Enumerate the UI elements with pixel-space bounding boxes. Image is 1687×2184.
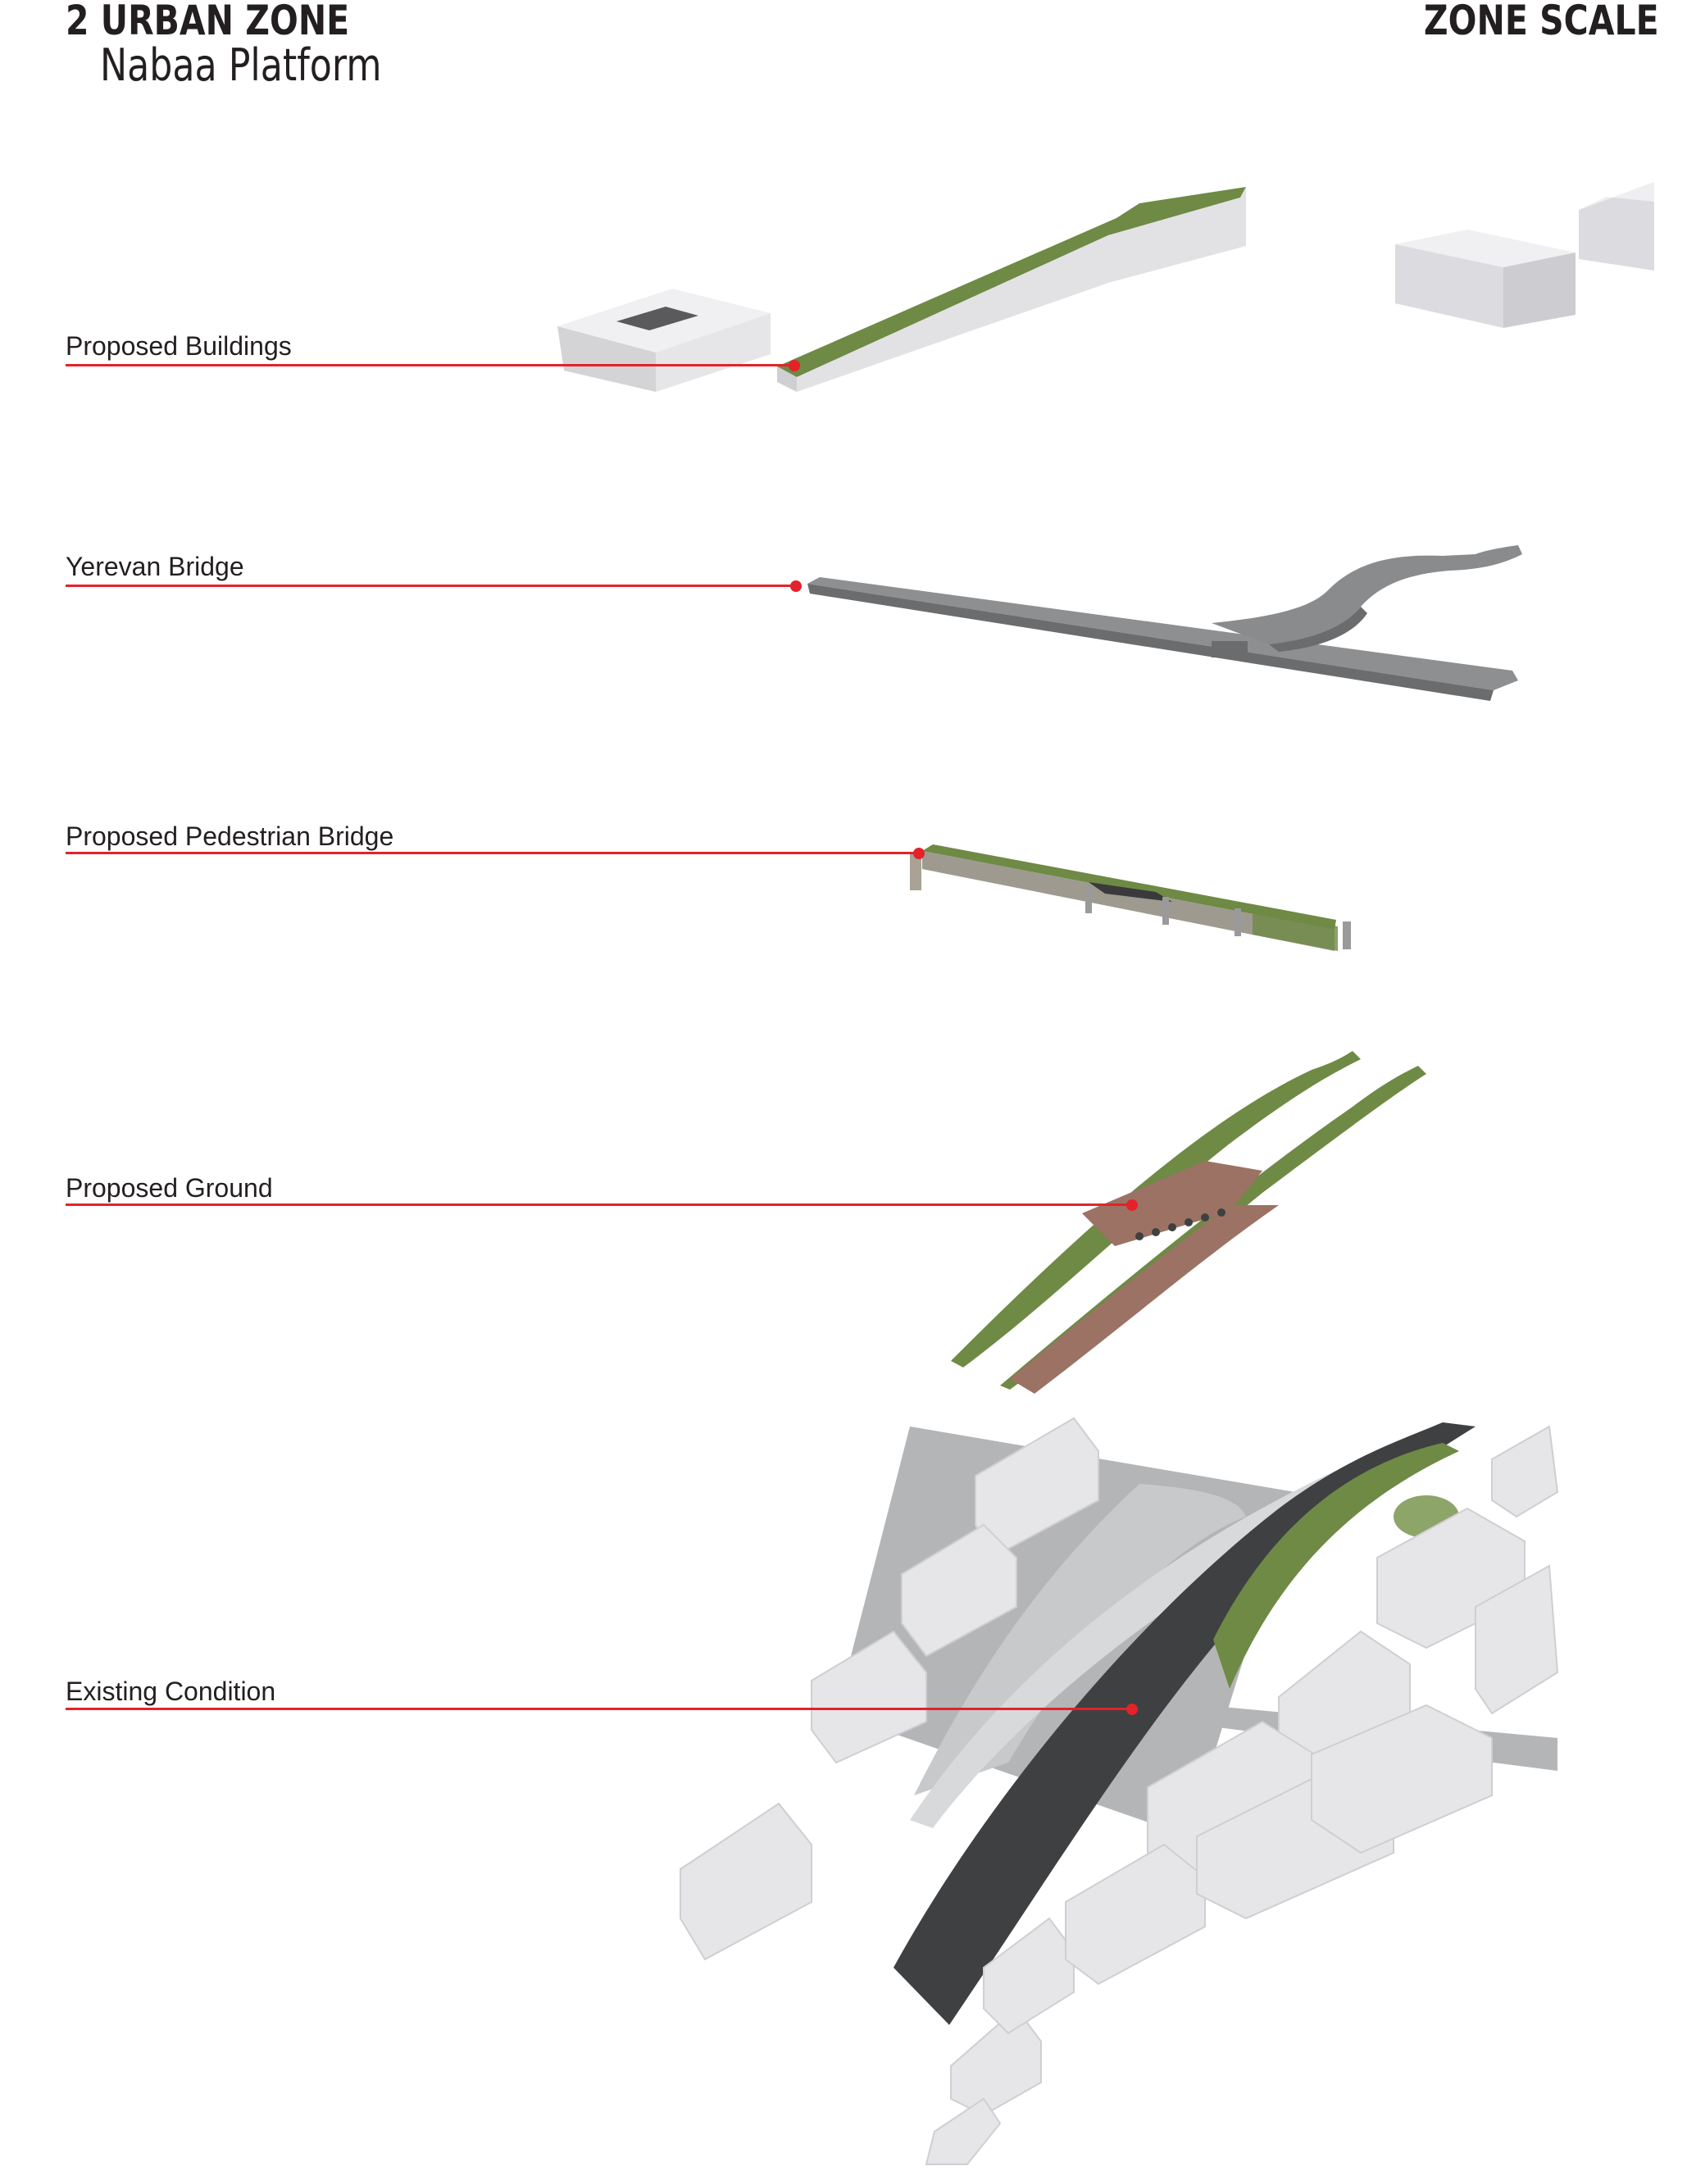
proposed-ground-layer <box>951 1051 1426 1394</box>
title-block: 2 URBAN ZONE Nabaa Platform <box>66 0 443 89</box>
yerevan-bridge-layer <box>807 545 1522 701</box>
green-strip <box>777 187 1246 392</box>
layer-label-proposed-pedestrian-bridge: Proposed Pedestrian Bridge <box>66 821 394 851</box>
leader-line-proposed-ground <box>66 1203 1131 1206</box>
building-block-right <box>1395 182 1654 328</box>
leader-dot-existing-condition <box>1126 1704 1138 1715</box>
existing-condition-layer <box>680 1417 1559 2165</box>
layer-label-proposed-ground: Proposed Ground <box>66 1173 273 1203</box>
page-title: 2 URBAN ZONE <box>66 0 350 44</box>
layer-label-existing-condition: Existing Condition <box>66 1677 276 1706</box>
leader-line-proposed-buildings <box>66 364 793 366</box>
leader-line-proposed-pedestrian-bridge <box>66 852 918 854</box>
leader-line-existing-condition <box>66 1708 1131 1710</box>
highway-deck <box>894 1422 1476 2025</box>
leader-dot-proposed-pedestrian-bridge <box>913 848 925 859</box>
scale-label: ZONE SCALE <box>1424 0 1659 44</box>
page-subtitle: Nabaa Platform <box>100 39 382 91</box>
leader-dot-proposed-buildings <box>789 360 800 371</box>
building-block-left <box>557 289 771 392</box>
pedestrian-bridge-layer <box>910 844 1351 951</box>
layer-label-proposed-buildings: Proposed Buildings <box>66 331 292 361</box>
leader-line-yerevan-bridge <box>66 585 795 587</box>
layer-label-yerevan-bridge: Yerevan Bridge <box>66 552 244 581</box>
proposed-buildings-layer <box>557 182 1654 392</box>
leader-dot-yerevan-bridge <box>790 580 802 592</box>
leader-dot-proposed-ground <box>1126 1199 1138 1211</box>
